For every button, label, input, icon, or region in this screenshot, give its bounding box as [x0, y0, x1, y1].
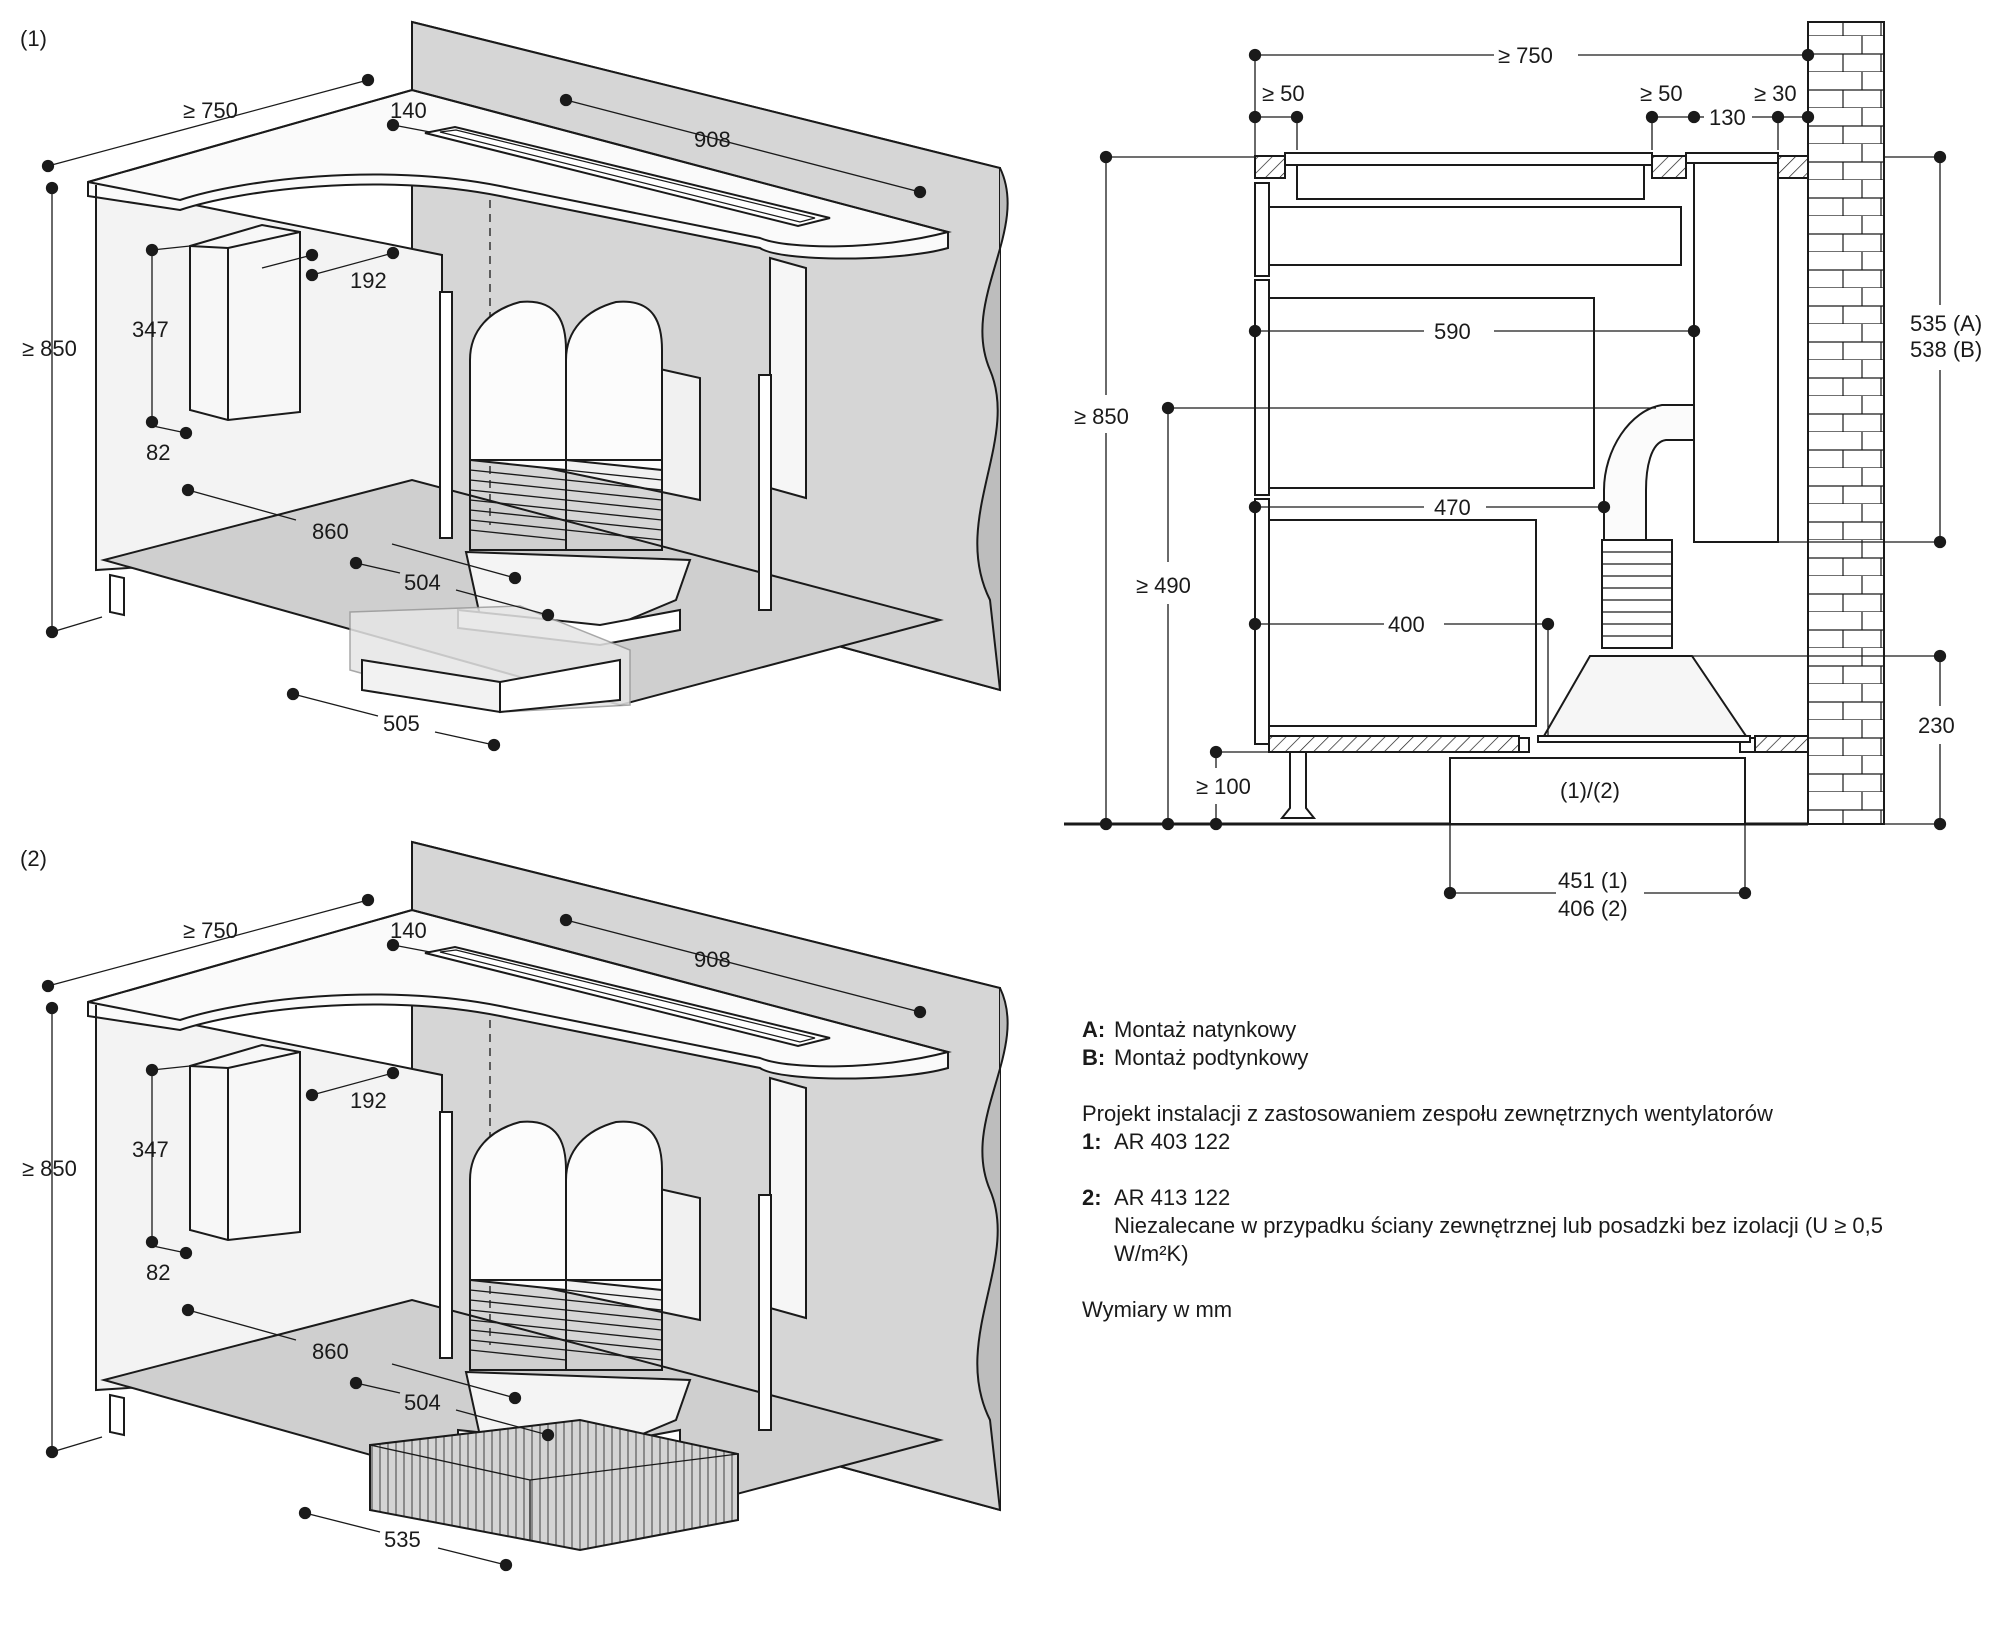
dim-duct-504-2	[349, 1376, 555, 1442]
legend-a-text: Montaż natynkowy	[1114, 1017, 1297, 1042]
fan-unit-label: (1)/(2)	[1560, 778, 1620, 803]
legend-a-key: A:	[1082, 1017, 1106, 1042]
legend-note: Niezalecane w przypadku ściany zewnętrzn…	[1114, 1213, 1884, 1266]
dim-box-height-2-label: 347	[132, 1137, 169, 1162]
legend-b-text: Montaż podtynkowy	[1114, 1045, 1309, 1070]
dim-vent-length-2-label: 908	[694, 947, 731, 972]
dim-box-width-2	[305, 1066, 400, 1102]
dim-box-depth-2-label: 82	[146, 1260, 170, 1285]
dim-gap-30: ≥ 30	[1754, 81, 1797, 106]
dim-box-width	[261, 246, 400, 282]
dim-h-100: ≥ 100	[1196, 774, 1251, 799]
legend-b: B: Montaż podtynkowy	[1082, 1044, 1962, 1072]
dim-vent-length-2	[559, 913, 927, 1019]
dim-duct-860-2-label: 860	[312, 1339, 349, 1364]
legend-2-key: 2:	[1082, 1185, 1102, 1210]
dim-duct-860-2	[181, 1303, 516, 1399]
dim-gap-right-50: ≥ 50	[1640, 81, 1683, 106]
dim-vent-width-label: 140	[390, 98, 427, 123]
dim-vent-width-2-label: 140	[390, 918, 427, 943]
dim-h-850: ≥ 850	[1074, 404, 1129, 429]
external-fan-unit-1	[349, 605, 631, 714]
figure-label-1: (1)	[20, 26, 47, 51]
legend-2: 2: AR 413 122	[1082, 1184, 1962, 1212]
legend-a: A: Montaż natynkowy	[1082, 1016, 1962, 1044]
dim-box-width-label: 192	[350, 268, 387, 293]
brick-wall	[1807, 21, 1885, 825]
dim-box-depth	[152, 425, 193, 440]
dim-height-2-label: ≥ 850	[22, 1156, 77, 1181]
legend-1-text: AR 403 122	[1114, 1129, 1231, 1154]
dim-height-label: ≥ 850	[22, 336, 77, 361]
dim-height-2	[45, 1001, 103, 1459]
dim-width-2: 406 (2)	[1558, 896, 1628, 921]
dim-box-width-2-label: 192	[350, 1088, 387, 1113]
dim-vent-width	[386, 118, 431, 133]
iso-figure-1: (1) ≥ 750 ≥ 850 140	[20, 21, 1009, 752]
legend-1-key: 1:	[1082, 1129, 1102, 1154]
dim-w-130: 130	[1709, 105, 1746, 130]
dim-vent-length-label: 908	[694, 127, 731, 152]
dim-height	[45, 181, 103, 639]
external-fan-unit-2	[369, 1418, 739, 1552]
legend-units: Wymiary w mm	[1082, 1297, 1233, 1322]
legend-1: 1: AR 403 122	[1082, 1128, 1962, 1156]
legend-project: Projekt instalacji z zastosowaniem zespo…	[1082, 1101, 1773, 1126]
dim-vent-width-2	[386, 938, 431, 953]
dim-box-height-label: 347	[132, 317, 169, 342]
iso-figure-2: (2) ≥ 750 ≥ 850 140	[20, 841, 1009, 1572]
dim-top-750: ≥ 750	[1498, 43, 1553, 68]
dim-duct-860-label: 860	[312, 519, 349, 544]
dim-h-230: 230	[1918, 713, 1955, 738]
dim-depth-2	[41, 893, 375, 993]
legend-b-key: B:	[1082, 1045, 1106, 1070]
side-section-view: (1)/(2) ≥ 750 ≥ 50 ≥ 50	[1064, 21, 1982, 921]
dim-w-400: 400	[1388, 612, 1425, 637]
dim-fan-535	[298, 1506, 513, 1572]
dim-box-depth-2	[152, 1245, 193, 1260]
dim-width-1: 451 (1)	[1558, 868, 1628, 893]
dim-height-B: 538 (B)	[1910, 337, 1982, 362]
dim-w-470: 470	[1434, 495, 1471, 520]
figure-label-2: (2)	[20, 846, 47, 871]
dim-h-490: ≥ 490	[1136, 573, 1191, 598]
dim-duct-504-2-label: 504	[404, 1390, 441, 1415]
legend-2-text: AR 413 122	[1114, 1185, 1231, 1210]
dim-gap-left-50: ≥ 50	[1262, 81, 1305, 106]
dim-fan-505-label: 505	[383, 711, 420, 736]
dim-box-height	[145, 243, 191, 429]
dim-depth-2-label: ≥ 750	[183, 918, 238, 943]
dim-depth-label: ≥ 750	[183, 98, 238, 123]
dim-box-depth-label: 82	[146, 440, 170, 465]
dim-box-height-2	[145, 1063, 191, 1249]
dim-height-A: 535 (A)	[1910, 311, 1982, 336]
fan-unit-box	[1449, 757, 1746, 825]
dim-depth	[41, 73, 375, 173]
legend: A: Montaż natynkowy B: Montaż podtynkowy…	[1082, 1016, 1962, 1324]
dim-vent-length	[559, 93, 927, 199]
dim-fan-505	[286, 687, 501, 752]
dim-duct-504	[349, 556, 555, 622]
dim-fan-535-label: 535	[384, 1527, 421, 1552]
dim-w-590: 590	[1434, 319, 1471, 344]
dim-duct-860	[181, 483, 516, 579]
dim-duct-504-label: 504	[404, 570, 441, 595]
